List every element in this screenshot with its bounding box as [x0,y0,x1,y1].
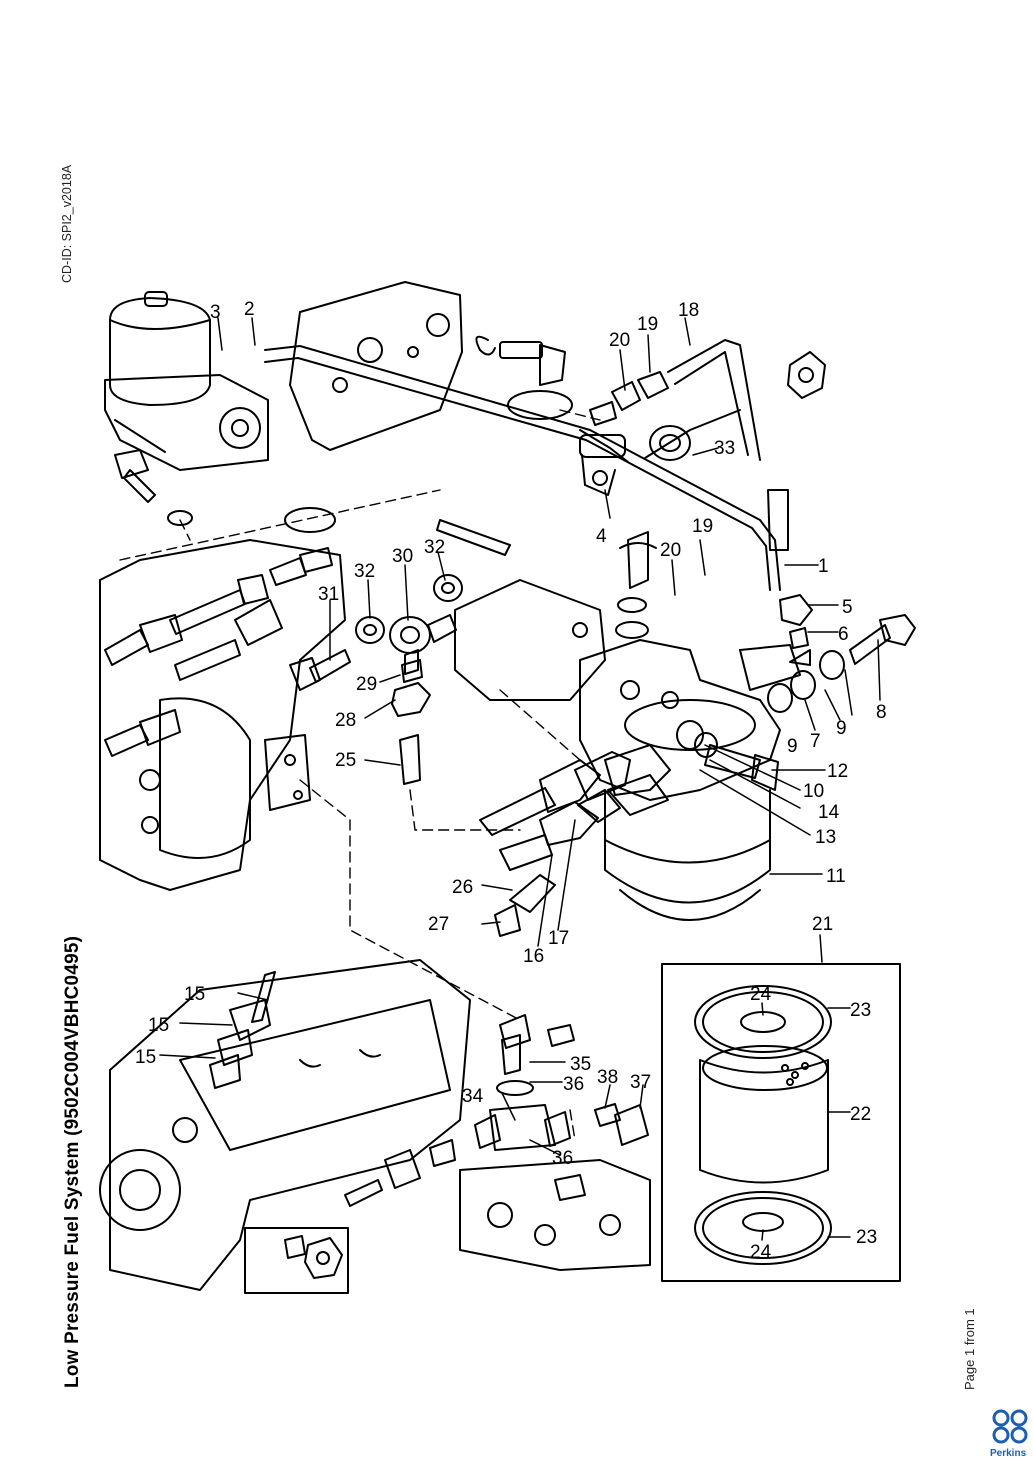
callout-16: 16 [523,946,544,967]
left-fittings-drawing [104,547,333,757]
callout-32b: 32 [424,537,445,558]
fuel-injection-pump-body [99,539,346,891]
perkins-logo-icon [992,1409,1028,1444]
callout-15b: 15 [148,1015,169,1036]
callout-23a: 23 [850,1000,871,1021]
assembly-dashed-lines [119,409,601,1141]
callout-10: 10 [803,781,824,802]
callout-29: 29 [356,674,377,695]
callout-numbers: 3 2 18 19 20 33 4 19 20 1 5 6 8 9 7 9 12… [135,299,887,1263]
fuel-pipe-1 [264,345,781,591]
callout-8: 8 [876,702,887,723]
callout-14: 14 [818,802,840,823]
nut-drawing [611,351,826,551]
callout-35: 35 [570,1054,591,1075]
callout-9b: 9 [836,718,847,739]
callout-30: 30 [392,546,413,567]
callout-22: 22 [850,1104,871,1125]
inset-nut-detail [244,1227,349,1294]
callout-leader-lines [159,317,881,1241]
callout-38: 38 [597,1067,618,1088]
callout-15a: 15 [184,984,205,1005]
callout-17: 17 [548,928,569,949]
callout-28: 28 [335,710,356,731]
callout-33: 33 [714,438,735,459]
callout-6: 6 [838,624,849,645]
callout-15c: 15 [135,1047,156,1068]
callout-34: 34 [462,1086,484,1107]
callout-12: 12 [827,761,848,782]
callout-7: 7 [810,731,821,752]
injection-pump-lower-drawing [99,959,471,1291]
union-fittings-drawing [479,744,671,937]
callout-19a: 19 [637,314,658,335]
lift-pump-drawing [104,291,269,471]
brand-name: Perkins [990,1448,1027,1459]
callout-13: 13 [815,827,836,848]
callout-21: 21 [812,914,833,935]
callout-36a: 36 [563,1074,584,1095]
callout-19b: 19 [692,516,713,537]
callout-36b: 36 [552,1148,573,1169]
banjo-clip-drawing [475,335,626,496]
callout-31: 31 [318,584,339,605]
callout-18: 18 [678,300,699,321]
callout-11: 11 [826,866,846,887]
fuel-pipe-18 [644,339,761,461]
callout-2: 2 [244,299,255,320]
mounting-bracket-drawing [289,281,463,451]
cross-union-34 [344,1014,651,1271]
callout-25: 25 [335,750,356,771]
callout-26: 26 [452,877,473,898]
pipe-clip-bracket [436,519,606,701]
callout-32a: 32 [354,561,375,582]
callout-27: 27 [428,914,449,935]
banjo-bolt-12 [676,720,779,791]
callout-5: 5 [842,597,853,618]
callout-9a: 9 [787,736,798,757]
callout-24a: 24 [750,984,772,1005]
filter-element-inset [661,963,901,1282]
callout-24b: 24 [750,1242,772,1263]
callout-37: 37 [630,1072,651,1093]
callout-20b: 20 [660,540,681,561]
callout-3: 3 [210,302,221,323]
bolt-and-washer-drawing [114,449,336,533]
callout-23b: 23 [856,1227,877,1248]
banjo-bolt-8 [739,594,916,713]
callout-20a: 20 [609,330,630,351]
callout-4: 4 [596,526,607,547]
banjo-union-30 [289,574,463,785]
callout-1: 1 [818,556,829,577]
fuel-connector-15 [209,971,276,1089]
